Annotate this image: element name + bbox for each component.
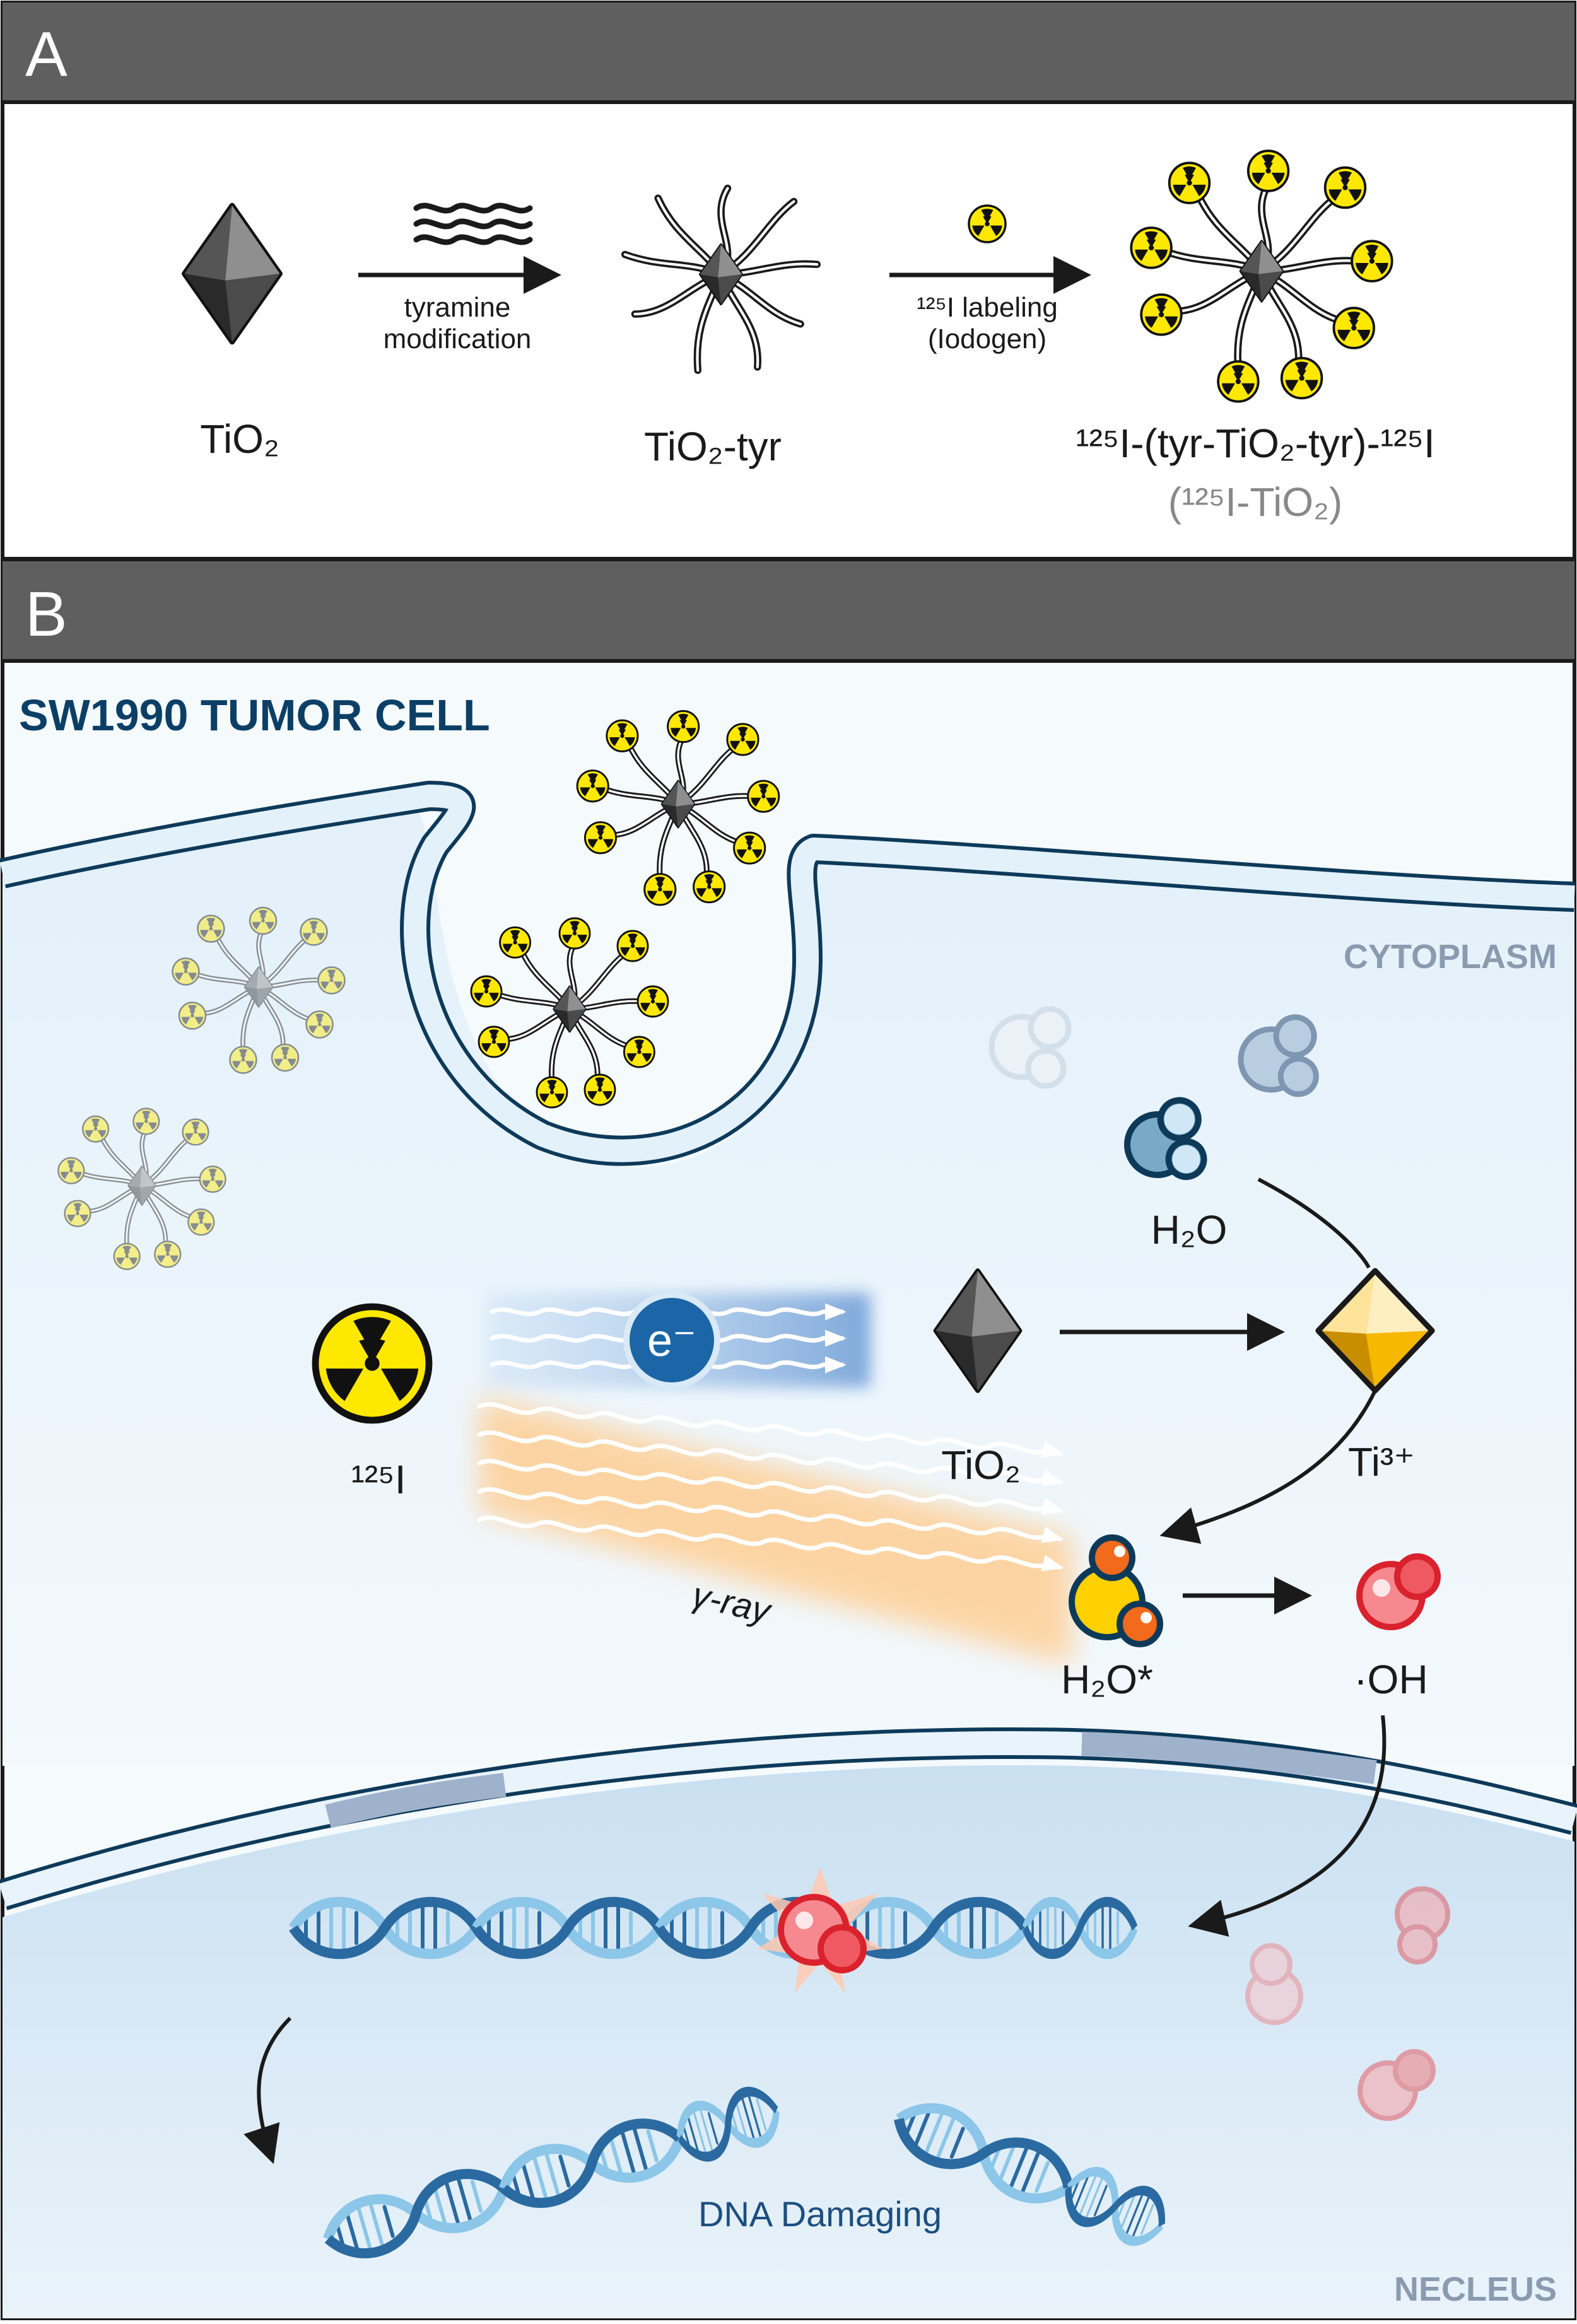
hydroxyl-radical-icon [1356,1553,1441,1630]
product-label: ¹²⁵I-(tyr-TiO₂-tyr)-¹²⁵I [1076,421,1435,466]
h2o-excited-label: H₂O* [1061,1657,1153,1702]
hydroxyl-label: ·OH [1354,1657,1428,1702]
step1-line2: modification [384,324,532,354]
h2o-to-ti3-arrow [1257,1177,1371,1269]
panel-a-header [3,3,1574,102]
hydroxyl-radical-icon [1245,1886,1450,2121]
oh-to-dna-arrow [1188,1715,1386,1937]
tio2-cell-label: TiO₂ [941,1442,1021,1488]
panel-a-label: A [25,19,67,90]
step1-line1: tyramine [404,292,511,323]
ti3-label: Ti³⁺ [1348,1439,1415,1485]
radioactive-icon [968,204,1007,243]
tyramine-wavy-icon [413,202,533,245]
electron-icon [623,1292,720,1389]
water-molecule-icon [1118,1096,1212,1190]
panel-b: B SW1990 TUMOR CELL CYTOPLASM NECLEUS H₂… [0,559,1577,2320]
excited-water-molecule-icon [1069,1534,1163,1647]
tio2-label: TiO₂ [200,416,279,462]
damage-arrow [243,2016,292,2164]
nucleus-region [3,1765,1574,2318]
tio2-tyr-label: TiO₂-tyr [644,424,782,469]
dna-damage-label: DNA Damaging [698,2194,942,2234]
step2-line2: (Iodogen) [928,324,1046,354]
radioactive-icon [315,1307,429,1420]
panel-b-label: B [25,579,67,650]
cell-membrane [0,781,1575,1166]
electron-label: e⁻ [647,1316,696,1366]
ti3-to-h2o-excited-arrow [1159,1389,1377,1544]
cytoplasm-label: CYTOPLASM [1344,938,1557,976]
step2-line1: ¹²⁵I labeling [917,292,1058,323]
nuclear-envelope [0,1727,1577,1910]
ti3-crystal-icon [1315,1268,1435,1394]
cell-title: SW1990 TUMOR CELL [19,691,490,740]
panel-b-header [3,561,1574,661]
panel-a: A TiO₂ tyramine modification TiO₂-tyr ¹²… [1,1,1576,561]
h2o-label: H₂O [1151,1207,1228,1253]
product-alias: (¹²⁵I-TiO₂) [1168,479,1342,525]
electron-beam: e⁻ [486,1292,871,1389]
dna-damage-site [757,1867,883,1993]
iodine-label: ¹²⁵I [351,1457,406,1502]
nucleus-label: NECLEUS [1394,2270,1557,2308]
